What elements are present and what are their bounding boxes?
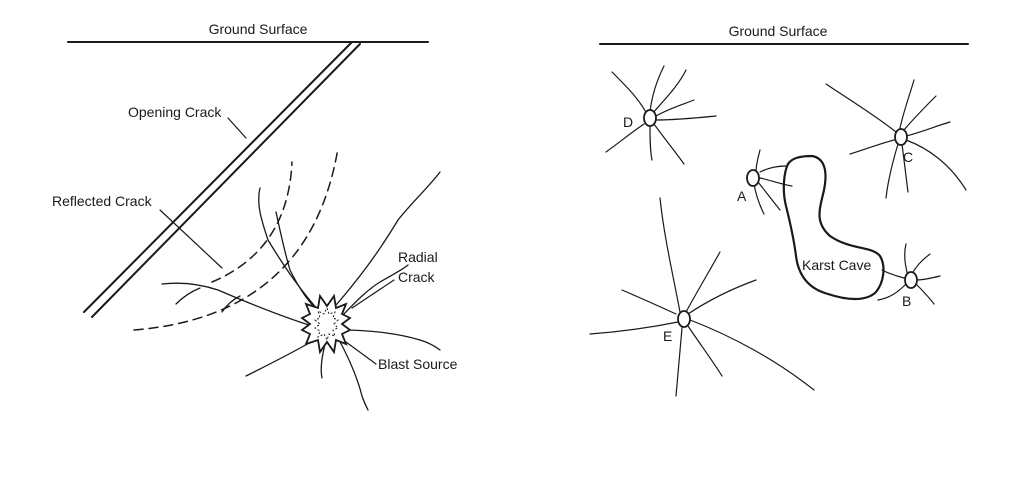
- node-c-circle: [894, 128, 908, 146]
- radial-crack-left: [161, 282, 313, 327]
- crack-node-d: [605, 65, 717, 165]
- node-d-crack: [611, 71, 649, 117]
- opening-crack-label: Opening Crack: [128, 104, 222, 120]
- node-b-crack: [911, 253, 931, 275]
- radial-crack-leader: [351, 279, 395, 309]
- node-e-crack: [687, 325, 723, 377]
- karst-cave-label: Karst Cave: [802, 257, 871, 273]
- crack-node-b: [877, 243, 941, 305]
- node-a-crack: [753, 183, 765, 215]
- opening-crack-line-2: [91, 43, 361, 318]
- node-b-crack: [877, 283, 907, 301]
- blast-source-label: Blast Source: [378, 356, 458, 372]
- node-d-crack: [649, 125, 653, 161]
- reflected-crack-leader: [159, 209, 223, 269]
- node-b-crack: [915, 283, 935, 305]
- reflected-crack-label: Reflected Crack: [52, 193, 153, 209]
- radial-crack-label-line1: Radial: [398, 249, 438, 265]
- radial-crack-down-right: [337, 337, 369, 411]
- node-d-crack: [653, 123, 685, 165]
- node-e-crack: [659, 197, 681, 313]
- radial-crack-up-left: [258, 187, 326, 319]
- right-panel: Ground Surface Karst Cave D A: [589, 23, 969, 397]
- node-d-crack: [655, 115, 717, 121]
- point-a-label: A: [737, 188, 747, 204]
- node-d-crack: [651, 69, 687, 115]
- node-b-crack: [915, 275, 941, 281]
- reflected-crack-arc-1: [211, 161, 293, 283]
- node-d-crack: [605, 123, 645, 153]
- node-a-crack: [759, 177, 793, 187]
- reflected-crack-arc-2: [133, 147, 339, 331]
- ground-surface-label-right: Ground Surface: [729, 23, 828, 39]
- crack-node-c: [825, 79, 967, 199]
- node-c-crack: [901, 143, 909, 193]
- ground-surface-label-left: Ground Surface: [209, 21, 308, 37]
- node-e-crack: [589, 321, 679, 335]
- crack-node-a: [746, 149, 793, 215]
- point-e-label: E: [663, 328, 672, 344]
- node-e-crack: [687, 279, 757, 315]
- node-c-crack: [849, 139, 895, 155]
- node-c-crack: [885, 143, 899, 199]
- node-b-crack: [881, 269, 905, 279]
- node-a-circle: [746, 169, 760, 187]
- node-b-crack: [904, 243, 909, 277]
- node-b-circle: [904, 271, 918, 289]
- opening-crack-line-1: [83, 41, 353, 313]
- node-e-crack: [621, 289, 677, 315]
- node-e-crack: [675, 327, 683, 397]
- node-d-crack: [655, 99, 695, 117]
- node-e-circle: [677, 310, 691, 328]
- left-panel: Ground Surface Opening Crack Reflected C…: [52, 21, 458, 411]
- point-c-label: C: [903, 149, 913, 165]
- radial-crack-label-line2: Crack: [398, 269, 436, 285]
- blast-source-leader: [345, 341, 377, 365]
- node-c-crack: [905, 121, 951, 137]
- point-b-label: B: [902, 293, 911, 309]
- node-e-crack: [685, 251, 721, 313]
- radial-crack-right-up: [337, 264, 409, 321]
- radial-crack-left-branch: [221, 295, 241, 313]
- blast-source-inner: [314, 306, 339, 342]
- node-c-crack: [903, 95, 937, 131]
- radial-crack-left-branch-2: [175, 287, 201, 305]
- crack-node-e: [589, 197, 815, 397]
- point-d-label: D: [623, 114, 633, 130]
- karst-cave: [782, 154, 885, 301]
- node-d-crack: [649, 65, 665, 113]
- node-c-crack: [905, 139, 967, 191]
- node-a-crack: [757, 181, 781, 211]
- radial-crack-up: [275, 211, 326, 319]
- node-a-crack: [759, 165, 787, 173]
- radial-crack-up-right: [329, 171, 441, 313]
- node-a-crack: [755, 149, 761, 173]
- radial-cracks: [161, 171, 441, 411]
- radial-crack-right: [341, 329, 441, 351]
- node-e-crack: [689, 319, 815, 391]
- opening-crack-leader: [227, 117, 247, 139]
- node-d-circle: [643, 109, 657, 127]
- node-c-crack: [899, 79, 915, 129]
- node-c-crack: [825, 83, 897, 133]
